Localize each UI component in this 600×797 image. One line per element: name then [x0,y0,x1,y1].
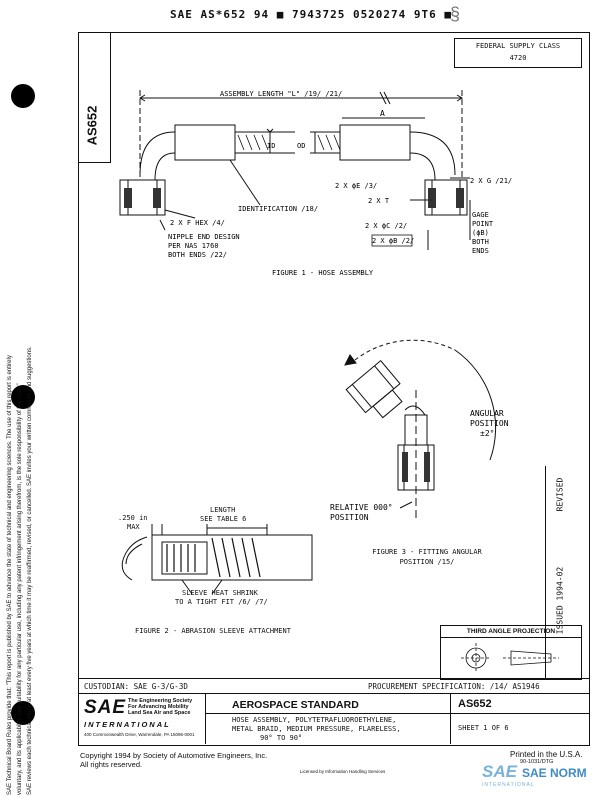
aerospace-standard: AEROSPACE STANDARD [232,699,359,711]
fig2-caption: FIGURE 2 - ABRASION SLEEVE ATTACHMENT [135,627,291,635]
sheet-number: SHEET 1 OF 6 [458,724,509,732]
fig1-2x-dc: 2 X ϕC /2/ [365,222,407,230]
left-margin-line-2: voluntary, and its applicability and sui… [17,383,23,795]
desc-line-3: 90° TO 90° [260,734,303,742]
fig1-gage-2: POINT [472,220,494,228]
fig1-gage-5: ENDS [472,247,489,255]
custodian: CUSTODIAN: SAE G-3/G-3D [84,682,188,691]
right-margin-divider [545,466,546,678]
document-description: HOSE ASSEMBLY, POLYTETRAFLUOROETHYLENE, … [232,716,401,743]
federal-supply-box: FEDERAL SUPPLY CLASS 4720 [454,38,582,68]
third-angle-symbol [461,643,559,673]
copyright-line-2: All rights reserved. [80,760,143,769]
third-angle-label: THIRD ANGLE PROJECTION [441,626,581,638]
fig1-identification: IDENTIFICATION /18/ [238,205,318,213]
figure-1-drawing: ASSEMBLY LENGTH "L" /19/ /21/ A ID OD 2 … [119,90,512,277]
desc-line-2: METAL BRAID, MEDIUM PRESSURE, FLARELESS, [232,725,401,733]
side-number-box [78,32,111,163]
fig1-od-label: OD [297,142,305,150]
fig1-assembly-length-label: ASSEMBLY LENGTH "L" /19/ /21/ [220,90,342,98]
doc-number: AS652 [458,698,492,710]
revised-label: REVISED [555,477,565,512]
fig3-angular-2: POSITION [470,419,509,428]
fig1-dim-a: A [380,109,385,118]
title-divider [78,693,590,694]
drawing-frame [78,32,590,746]
sae-tag-1: The Engineering Society [128,698,193,704]
sae-tag-3: Land Sea Air and Space [128,710,191,716]
punch-hole [11,701,35,725]
fig3-caption-1: FIGURE 3 - FITTING ANGULAR [372,548,482,556]
fig2-dim-250: .250 in [118,514,148,522]
procurement-spec: PROCUREMENT SPECIFICATION: /14/ AS1946 [368,682,540,691]
watermark-logo: SAE [482,762,517,781]
left-margin-line-3: SAE reviews each technical report at lea… [27,346,33,795]
federal-supply-value: 4720 [509,54,527,62]
fig1-nipple-3: BOTH ENDS /22/ [168,251,227,259]
printed-in: Printed in the U.S.A. [510,750,583,759]
punch-hole [11,84,35,108]
fig3-caption-2: POSITION /15/ [399,558,455,566]
side-doc-number: AS652 [84,105,100,146]
sae-norm-watermark: SAE SAE NORM INTERNATIONAL [482,762,594,792]
sae-logo: SAE [84,697,127,718]
sae-tagline: The Engineering Society For Advancing Mo… [128,698,192,716]
fig1-id-label: ID [267,142,275,150]
figure-3-drawing: ANGULAR POSITION ±2° RELATIVE 000° POSIT… [330,339,509,522]
fig1-2x-g: 2 X G /21/ [470,177,512,185]
title-hdivider [205,713,590,714]
fig1-caption: FIGURE 1 - HOSE ASSEMBLY [272,269,374,277]
doc-code: 90-1031/DTG [520,759,554,765]
fig2-sleeve-2: TO A TIGHT FIT /6/ /7/ [175,598,268,606]
watermark-text: SAE NORM [522,766,587,780]
left-margin-line-1: SAE Technical Board Rules provide that: … [7,355,13,795]
watermark-sub: INTERNATIONAL [482,782,535,788]
punch-hole [11,385,35,409]
fig1-2x-t: 2 X T [368,197,390,205]
header-code: SAE AS*652 94 ■ 7943725 0520274 9T6 ■ [170,8,453,21]
title-vdivider-2 [450,693,451,744]
figure-2-drawing [121,524,313,595]
sae-international: INTERNATIONAL [84,720,171,729]
title-block [78,678,590,745]
federal-supply-label: FEDERAL SUPPLY CLASS [475,42,561,50]
fig3-angular-1: ANGULAR [470,409,504,418]
copyright-line-1: Copyright 1994 by Society of Automotive … [80,751,268,760]
copyright: Copyright 1994 by Society of Automotive … [80,751,267,769]
sae-address: 400 Commonwealth Drive, Warrendale, PA 1… [84,732,195,737]
licensed-notice: Licensed by Information Handling Service… [300,769,386,774]
fig1-gage-1: GAGE [472,211,489,219]
title-vdivider-1 [205,693,206,744]
fig3-relative-1: RELATIVE 000° [330,503,393,512]
fig2-length: LENGTH [210,506,236,514]
fig2-sleeve-1: SLEEVE HEAT SHRINK [182,589,258,597]
handwritten-mark: § [450,4,461,24]
fig1-f-hex: 2 X F HEX /4/ [170,219,225,227]
fig1-2x-de: 2 X ϕE /3/ [335,182,377,190]
fig3-relative-2: POSITION [330,513,369,522]
fig1-gage-4: BOTH [472,238,489,246]
third-angle-box: THIRD ANGLE PROJECTION [440,625,582,680]
fig3-angular-3: ±2° [480,429,494,438]
fig1-gage-3: (ϕB) [472,229,489,237]
fig2-see-table: SEE TABLE 6 [200,515,247,523]
fig1-nipple-2: PER NAS 1760 [168,242,219,250]
sae-tag-2: For Advancing Mobility [128,704,189,710]
fig1-2x-db: 2 X ϕB /2/ [372,237,414,245]
left-margin-notice: SAE Technical Board Rules provide that: … [5,175,35,795]
fig2-max: MAX [127,523,140,531]
fig1-nipple-1: NIPPLE END DESIGN [168,233,240,241]
desc-line-1: HOSE ASSEMBLY, POLYTETRAFLUOROETHYLENE, [232,716,397,724]
